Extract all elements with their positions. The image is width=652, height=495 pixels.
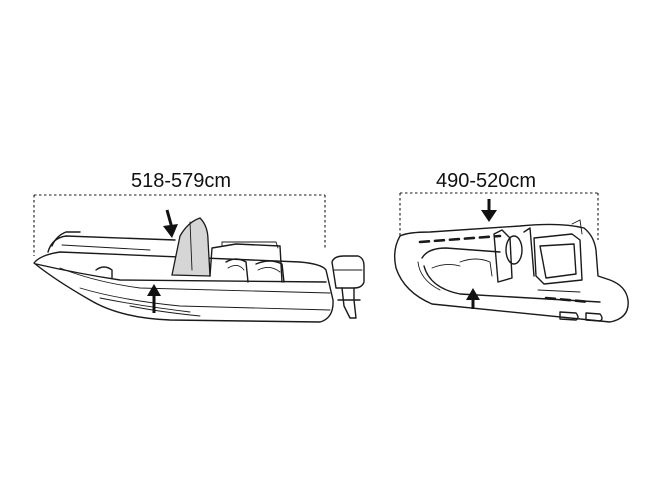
- right-boat-bottom-arrow: [466, 288, 480, 309]
- right-boat-console: [431, 219, 583, 293]
- left-boat: [33, 194, 365, 323]
- left-dimension-line: [33, 194, 326, 256]
- left-boat-hull: [33, 251, 334, 323]
- right-boat-length-label: 490-520cm: [436, 170, 537, 192]
- left-boat-bow-rail: [47, 231, 176, 253]
- left-boat-length-label: 518-579cm: [131, 170, 232, 192]
- left-boat-console: [95, 241, 285, 283]
- right-boat: [393, 192, 629, 323]
- left-boat-bottom-arrow: [147, 284, 161, 313]
- right-boat-top-arrow: [481, 199, 497, 222]
- right-dimension-line: [399, 192, 599, 240]
- left-boat-outboard-engine: [331, 255, 365, 319]
- left-boat-top-arrow: [163, 209, 178, 238]
- right-boat-tube: [393, 223, 629, 323]
